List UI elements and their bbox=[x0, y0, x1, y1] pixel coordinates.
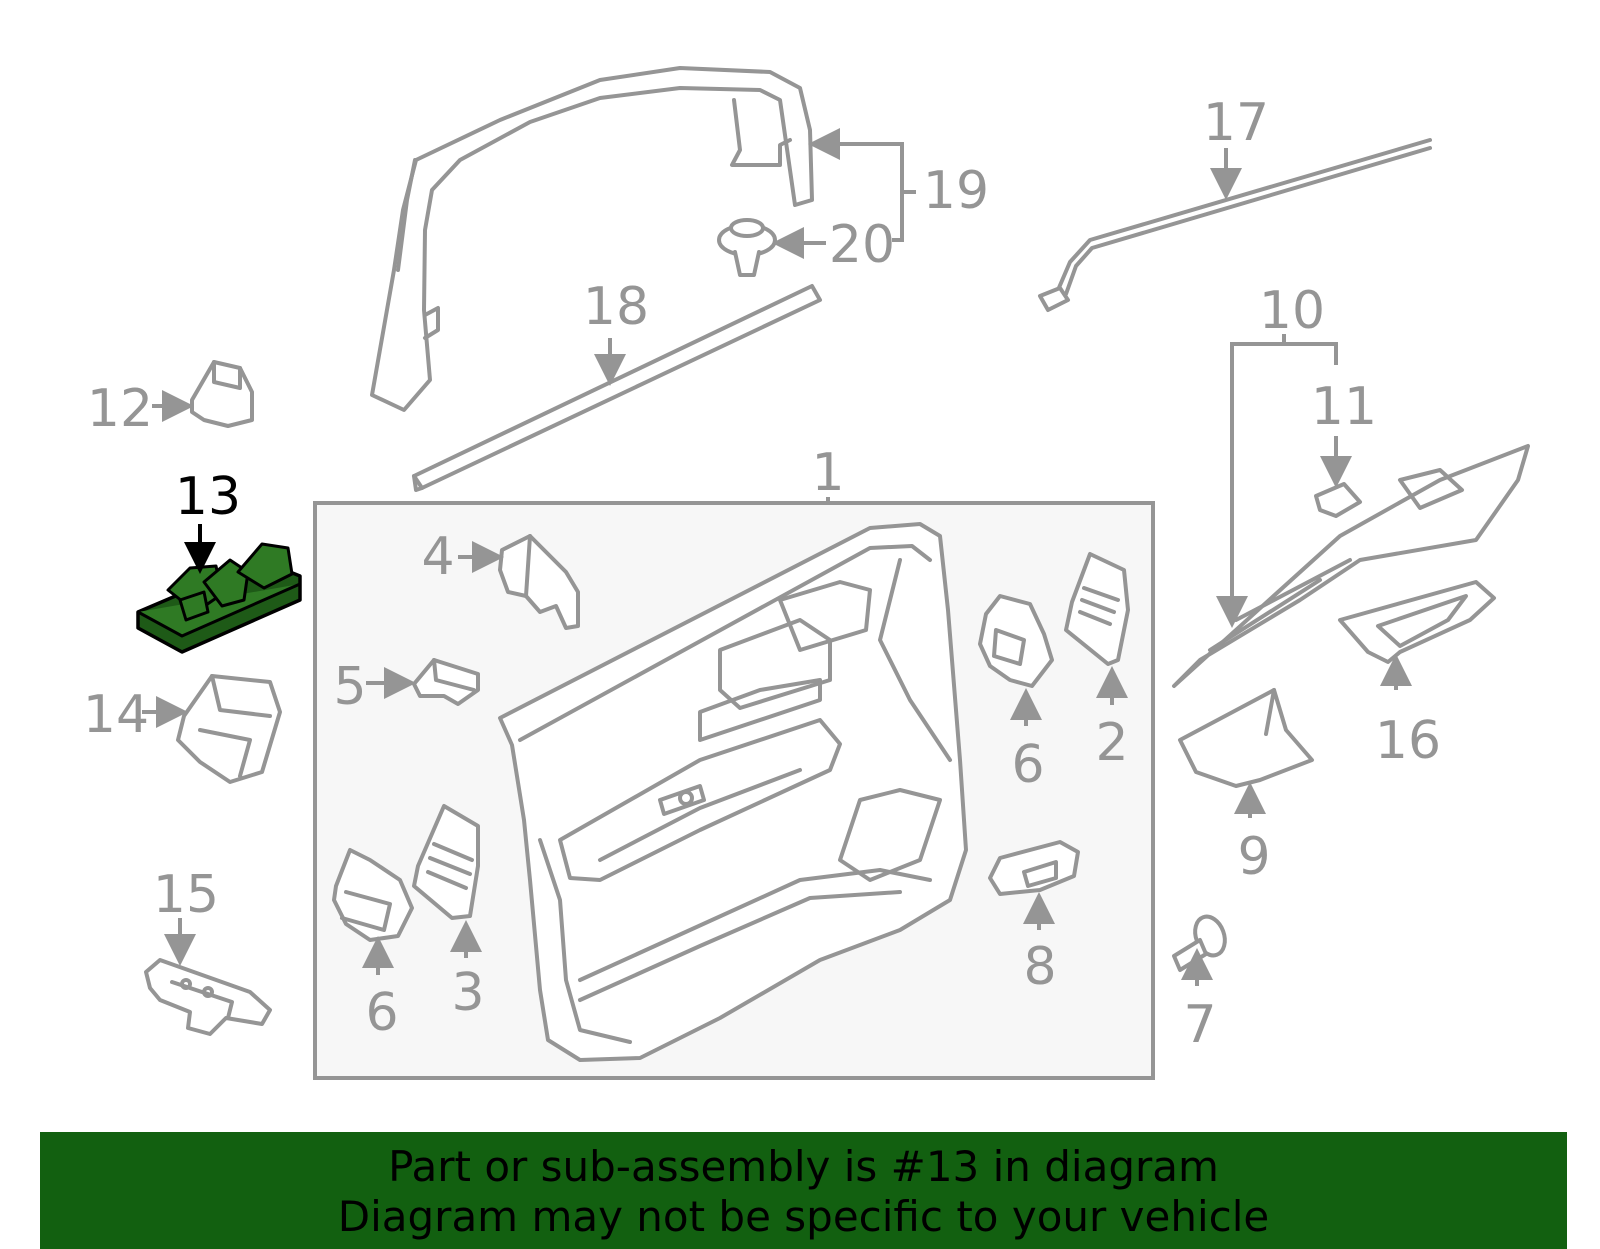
part-5-clip bbox=[412, 658, 480, 706]
label-12: 12 bbox=[87, 379, 153, 439]
parts-diagram: 1 2 3 4 5 6 6 7 8 9 10 11 12 13 14 15 16… bbox=[83, 66, 1530, 1080]
part-17-cable bbox=[1038, 138, 1432, 312]
part-10-trim bbox=[1172, 444, 1530, 688]
part-4-bracket bbox=[498, 534, 580, 630]
label-4: 4 bbox=[421, 527, 454, 587]
label-6a: 6 bbox=[1011, 735, 1044, 795]
banner-line-2: Diagram may not be specific to your vehi… bbox=[337, 1192, 1270, 1241]
label-8: 8 bbox=[1023, 937, 1056, 997]
label-10: 10 bbox=[1259, 281, 1325, 341]
part-19-frame-molding bbox=[370, 66, 814, 412]
part-2-bracket bbox=[1064, 552, 1130, 666]
label-18: 18 bbox=[583, 277, 649, 337]
label-2: 2 bbox=[1095, 713, 1128, 773]
label-6b: 6 bbox=[365, 983, 398, 1043]
part-11-cap bbox=[1314, 482, 1362, 518]
label-9: 9 bbox=[1237, 827, 1270, 887]
part-14-switch bbox=[176, 674, 282, 784]
part-8-switch bbox=[988, 840, 1080, 896]
label-14: 14 bbox=[83, 685, 149, 745]
label-3: 3 bbox=[451, 963, 484, 1023]
part-12-switch bbox=[190, 360, 254, 428]
part-16-bezel bbox=[1338, 580, 1496, 664]
part-9-pocket bbox=[1178, 688, 1314, 788]
label-5: 5 bbox=[333, 657, 366, 717]
label-15: 15 bbox=[153, 865, 219, 925]
info-banner: Part or sub-assembly is #13 in diagram D… bbox=[40, 1132, 1567, 1249]
part-13-switch-assembly bbox=[136, 542, 302, 654]
label-17: 17 bbox=[1203, 93, 1269, 153]
part-6-bracket-upper bbox=[978, 594, 1054, 688]
part-15-bracket bbox=[144, 958, 272, 1036]
part-6-bracket-lower bbox=[332, 848, 414, 942]
label-1: 1 bbox=[811, 443, 844, 503]
label-20: 20 bbox=[829, 215, 895, 275]
part-3-bracket bbox=[412, 804, 480, 920]
label-11: 11 bbox=[1311, 377, 1377, 437]
label-7: 7 bbox=[1183, 995, 1216, 1055]
banner-line-1: Part or sub-assembly is #13 in diagram bbox=[388, 1142, 1219, 1191]
label-16: 16 bbox=[1375, 711, 1441, 771]
label-13: 13 bbox=[175, 467, 241, 527]
callout-labels: 1 2 3 4 5 6 6 7 8 9 10 11 12 13 14 15 16… bbox=[83, 93, 1441, 1055]
part-7-screw bbox=[1172, 914, 1227, 972]
part-18-belt-molding bbox=[412, 284, 822, 492]
part-20-clip bbox=[717, 218, 777, 277]
leader-lines bbox=[142, 128, 1412, 986]
part-1-door-panel bbox=[498, 522, 968, 1062]
label-19: 19 bbox=[923, 161, 989, 221]
